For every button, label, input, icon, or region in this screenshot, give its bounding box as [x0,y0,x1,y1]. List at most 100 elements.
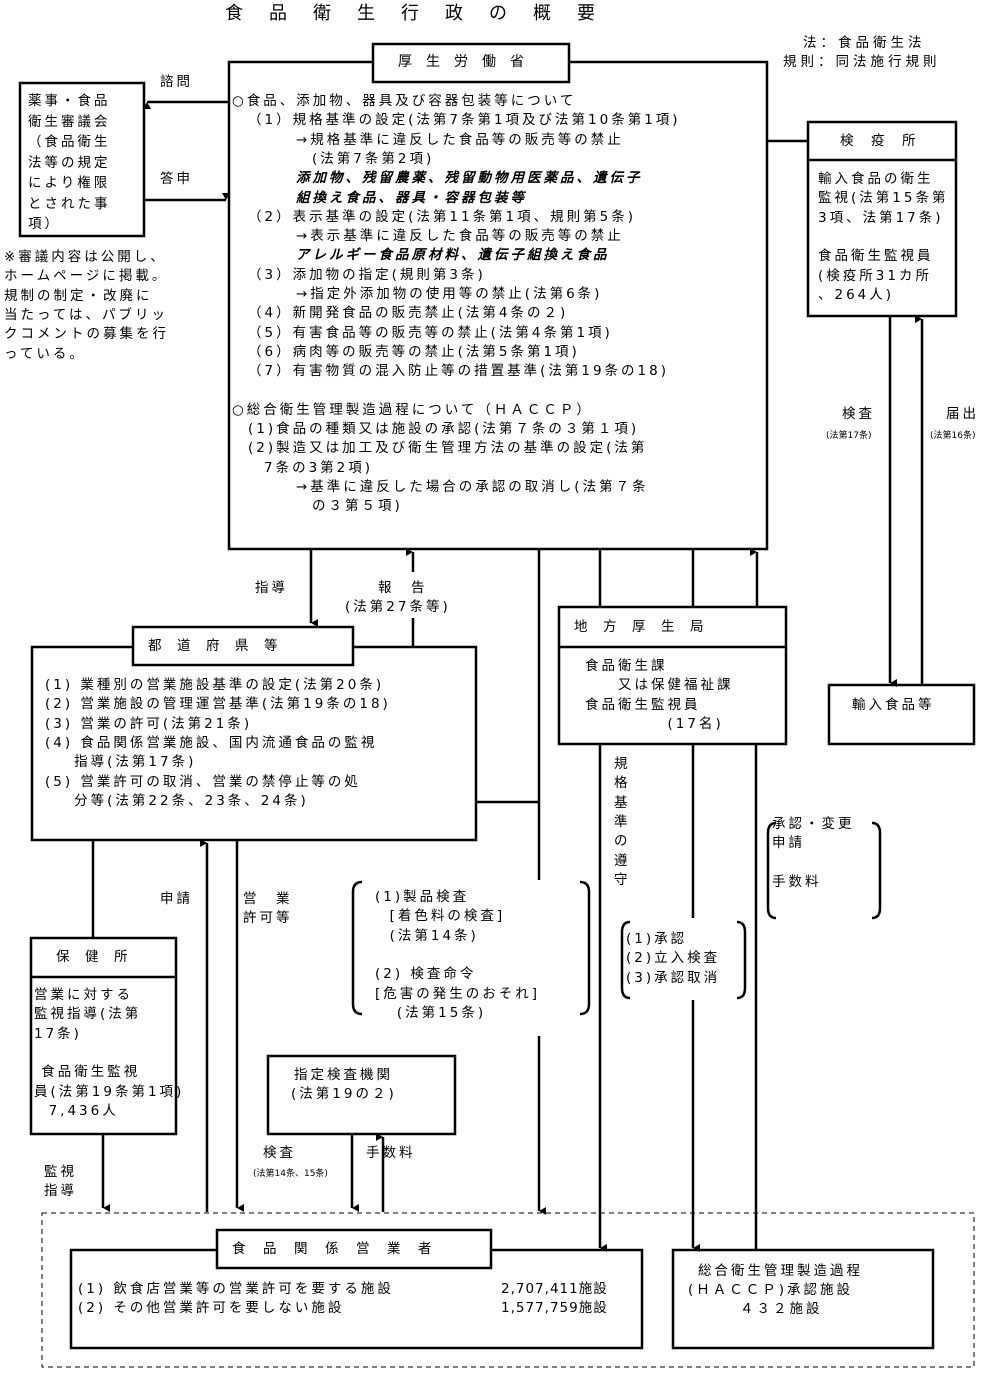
approval-bracket-line: (2)立入検査 [626,950,721,967]
legend-rules: 規則：同法施行規則 [783,54,941,70]
haccp-facilities-count: ４３２施設 [740,1301,823,1317]
mhlw-line: （1）規格基準の設定(法第7条第1項及び法第10条第1項) [248,112,681,129]
health-center-line: 営業に対する [34,987,133,1003]
health-center-line: 食品衛生監視 [34,1064,141,1081]
quarantine-line: 食品衛生監視員 [818,248,934,265]
mhlw-line: ○食品、添加物、器具及び容器包装等について [232,93,577,109]
inspection-bracket-line: [着色料の検査] [375,908,506,925]
quarantine-notification-label: 届出 [946,406,979,422]
regional-bureau-header: 地 方 厚 生 局 [574,619,705,635]
business-group-dashed [41,1212,975,1368]
business-row-2-label: (2) その他営業許可を要しない施設 [78,1300,345,1316]
mhlw-line: →表示基準に違反した食品等の販売等の禁止 [296,228,624,245]
mhlw-line: （7）有害物質の混入防止等の措置基準(法第19条の18) [248,363,669,380]
council-line: 薬事・食品 [28,93,111,109]
mhlw-line: 7条の3第2項) [264,459,374,476]
approval-bracket-line: (3)承認取消 [626,969,721,986]
mhlw-line: ○総合衛生管理製造過程について（ＨＡＣＣＰ） [232,401,593,418]
mhlw-header-box [371,42,571,84]
regional-bureau-box [557,605,788,746]
compliance-char: 守 [614,871,631,888]
agency-inspection-label: 検査 [263,1145,296,1161]
quarantine-inspection-sub: (法第17条) [826,431,872,441]
application-bracket-line: 申請 [772,835,805,852]
council-line: 法等の規定 [28,154,111,171]
mhlw-line: （4）新開発食品の販売禁止(法第4条の２) [248,305,569,322]
mhlw-line: 添加物、残留農薬、残留動物用医薬品、遺伝子 [296,170,643,187]
guidance-label: 指導 [255,580,288,596]
inspection-bracket-line: (1)製品検査 [375,889,470,905]
council-line: とされた事 [28,195,111,212]
quarantine-line: (検疫所31カ所 [818,267,932,284]
mhlw-line: →基準に違反した場合の承認の取消し(法第７条 [296,479,649,495]
mhlw-line: 組換え食品、器具・容器包装等 [296,189,527,206]
mhlw-line: （3）添加物の指定(規則第3条) [248,266,486,283]
council-line: により権限 [28,175,111,191]
regional-bureau-line: 食品衛生課 [585,658,668,674]
designated-agency-name: 指定検査機関 [294,1067,393,1083]
mhlw-line: →規格基準に違反した食品等の販売等の禁止 [296,131,624,148]
prefecture-header-box [131,625,355,667]
regional-bureau-line: 又は保健福祉課 [585,677,734,694]
prefecture-line: 分等(法第22条、23条、24条) [45,792,309,809]
designated-agency-box [266,1054,457,1136]
quarantine-line: 、264人) [818,286,895,303]
council-line: 項） [28,216,61,232]
imported-food-label: 輸入食品等 [852,697,935,713]
designated-agency-law: (法第19の２) [291,1086,397,1102]
business-row-2-value: 1,577,759施設 [501,1300,608,1316]
regional-bureau-line: (17名) [585,715,724,732]
prefecture-header: 都 道 府 県 等 [148,638,279,654]
prefecture-line: (3) 営業の許可(法第21条) [45,715,253,732]
health-center-header: 保 健 所 [56,949,129,965]
mhlw-line: (法第7条第2項) [312,150,435,167]
business-row-1-label: (1) 飲食店営業等の営業許可を要する施設 [78,1281,394,1297]
council-note-line: ※審議内容は公開し、 [4,249,167,265]
prefecture-line: (4) 食品関係営業施設、国内流通食品の監視 [45,734,378,751]
imported-food-box [827,683,976,746]
quarantine-line: 監視(法第15条第 [818,190,949,207]
page-title: 食品衛生行政の概要 [225,3,621,24]
council-line: （食品衛生 [28,134,111,150]
approval-bracket-line: (1)承認 [626,931,688,947]
council-note-line: 当たっては、パブリッ [4,306,169,323]
prefecture-line: 指導(法第17条) [45,754,197,771]
regional-bureau-line: 食品衛生監視員 [585,696,701,713]
application-label: 申請 [160,891,193,907]
council-note-line: っている。 [4,345,86,362]
prefecture-line: (2) 営業施設の管理運営基準(法第19条の18) [45,696,391,713]
mhlw-box [227,60,769,551]
monitor-label-1: 監視 [44,1164,77,1180]
mhlw-line: →指定外添加物の使用等の禁止(法第6条) [296,286,603,302]
business-header-box [215,1228,493,1270]
permit-label-1: 営 業 [243,891,293,907]
quarantine-line: 輸入食品の衛生 [818,171,934,187]
agency-inspection-sub: (法第14条、15条) [253,1169,328,1179]
quarantine-line: 3項、法第17条) [818,209,944,226]
health-center-line: 17条) [34,1025,82,1042]
quarantine-inspection-label: 検査 [842,406,875,422]
application-bracket-line: 承認・変更 [772,816,855,832]
monitor-label-2: 指導 [44,1183,77,1199]
health-center-line: 監視指導(法第 [34,1006,142,1023]
inspection-bracket-line: (2) 検査命令 [375,966,477,983]
inspection-bracket-line: [危害の発生のおそれ] [375,985,541,1002]
report-upward-label: 報 告 [378,580,428,596]
council-box [18,81,146,238]
compliance-char: の [614,833,631,850]
compliance-char: 格 [614,775,631,792]
mhlw-line: （2）表示基準の設定(法第11条第1項、規則第5条) [248,208,636,225]
inspection-bracket-line: (法第15条) [375,1004,487,1021]
inquiry-label: 諮問 [160,74,193,90]
council-note-line: 規制の制定・改廃に [4,287,153,304]
mhlw-line: (1)食品の種類又は施設の承認(法第７条の３第１項) [248,421,640,438]
legend-law: 法：食品衛生法 [803,35,926,51]
mhlw-line: (2)製造又は加工及び衛生管理方法の基準の設定(法第 [248,440,648,457]
council-note-line: ホームページに掲載。 [4,268,169,285]
health-center-line: 7,436人 [34,1102,119,1119]
business-header: 食 品 関 係 営 業 者 [232,1241,434,1257]
mhlw-line: アレルギー食品原材料、遺伝子組換え食品 [296,247,610,264]
compliance-char: 規 [614,756,631,772]
prefecture-line: (5) 営業許可の取消、営業の禁停止等の処 [45,773,361,790]
